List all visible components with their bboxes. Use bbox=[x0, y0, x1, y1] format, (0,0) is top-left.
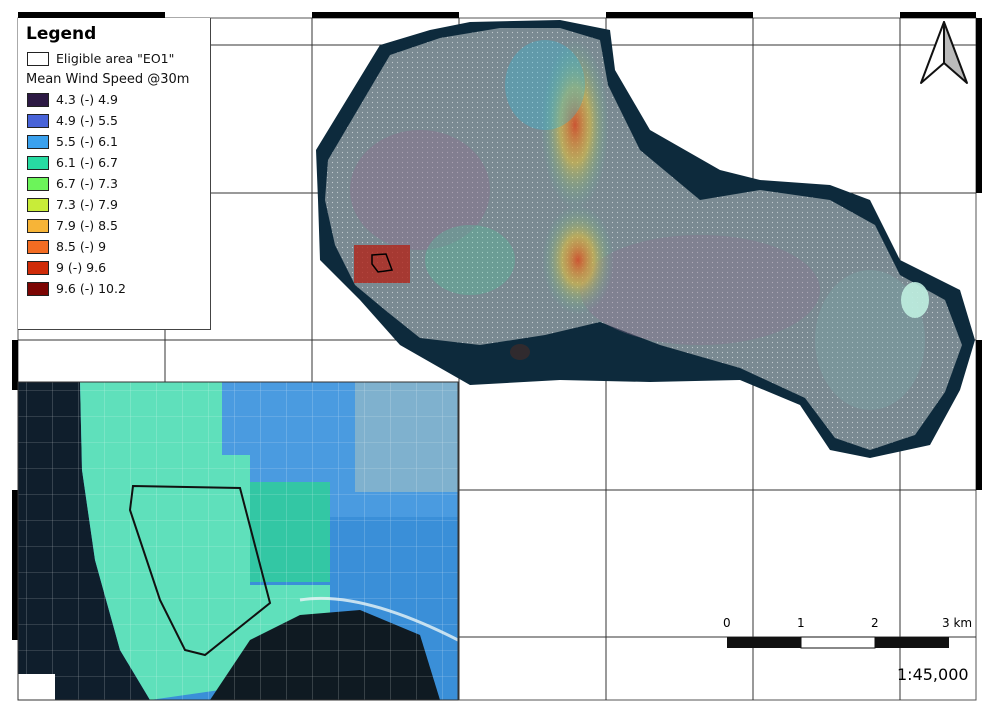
class-swatch bbox=[27, 197, 49, 212]
class-label: 8.5 (-) 9 bbox=[56, 239, 107, 254]
scale-bar bbox=[727, 636, 949, 649]
class-swatch bbox=[27, 92, 49, 107]
legend-eligible-area: Eligible area "EO1" bbox=[24, 48, 204, 69]
class-label: 6.1 (-) 6.7 bbox=[56, 155, 118, 170]
legend-class-7: 7.9 (-) 8.5 bbox=[24, 215, 204, 236]
class-swatch bbox=[27, 176, 49, 191]
legend-class-4: 6.1 (-) 6.7 bbox=[24, 152, 204, 173]
class-label: 4.3 (-) 4.9 bbox=[56, 92, 118, 107]
legend-class-9: 9 (-) 9.6 bbox=[24, 257, 204, 278]
legend-title: Legend bbox=[26, 24, 97, 44]
eligible-area-outline-main bbox=[371, 253, 394, 273]
class-swatch bbox=[27, 260, 49, 275]
scale-label-1: 1 bbox=[797, 616, 805, 630]
class-label: 7.3 (-) 7.9 bbox=[56, 197, 118, 212]
wind-speed-classes: 4.3 (-) 4.9 4.9 (-) 5.5 5.5 (-) 6.1 6.1 … bbox=[24, 89, 204, 299]
class-swatch bbox=[27, 281, 49, 296]
legend-class-1: 4.3 (-) 4.9 bbox=[24, 89, 204, 110]
class-label: 4.9 (-) 5.5 bbox=[56, 113, 118, 128]
legend-class-2: 4.9 (-) 5.5 bbox=[24, 110, 204, 131]
scale-label-3: 3 km bbox=[942, 616, 973, 630]
island-map bbox=[316, 20, 975, 458]
class-swatch bbox=[27, 218, 49, 233]
wind-hotspot-south bbox=[542, 205, 614, 315]
wind-speed-heading: Mean Wind Speed @30m bbox=[26, 72, 190, 87]
scale-ratio: 1:45,000 bbox=[897, 665, 969, 684]
legend-class-6: 7.3 (-) 7.9 bbox=[24, 194, 204, 215]
class-label: 6.7 (-) 7.3 bbox=[56, 176, 118, 191]
class-label: 5.5 (-) 6.1 bbox=[56, 134, 118, 149]
scale-label-2: 2 bbox=[871, 616, 879, 630]
class-swatch bbox=[27, 155, 49, 170]
eligible-area-swatch bbox=[27, 51, 49, 66]
class-label: 9 (-) 9.6 bbox=[56, 260, 107, 275]
eligible-area-label: Eligible area "EO1" bbox=[56, 51, 175, 66]
map-legend: Legend Eligible area "EO1" Mean Wind Spe… bbox=[18, 18, 211, 330]
class-swatch bbox=[27, 134, 49, 149]
inset-map bbox=[18, 382, 458, 700]
class-swatch bbox=[27, 113, 49, 128]
legend-class-10: 9.6 (-) 10.2 bbox=[24, 278, 204, 299]
north-arrow-icon bbox=[920, 21, 968, 84]
eligible-area-outline-inset bbox=[128, 484, 272, 657]
class-label: 7.9 (-) 8.5 bbox=[56, 218, 118, 233]
eligible-area-highlight bbox=[354, 245, 410, 283]
class-swatch bbox=[27, 239, 49, 254]
map-frame bbox=[12, 12, 982, 701]
scale-label-0: 0 bbox=[723, 616, 731, 630]
legend-class-8: 8.5 (-) 9 bbox=[24, 236, 204, 257]
class-label: 9.6 (-) 10.2 bbox=[56, 281, 126, 296]
wind-hotspot-north bbox=[541, 40, 609, 210]
legend-class-5: 6.7 (-) 7.3 bbox=[24, 173, 204, 194]
legend-class-3: 5.5 (-) 6.1 bbox=[24, 131, 204, 152]
inset-corner-marker bbox=[18, 674, 55, 700]
